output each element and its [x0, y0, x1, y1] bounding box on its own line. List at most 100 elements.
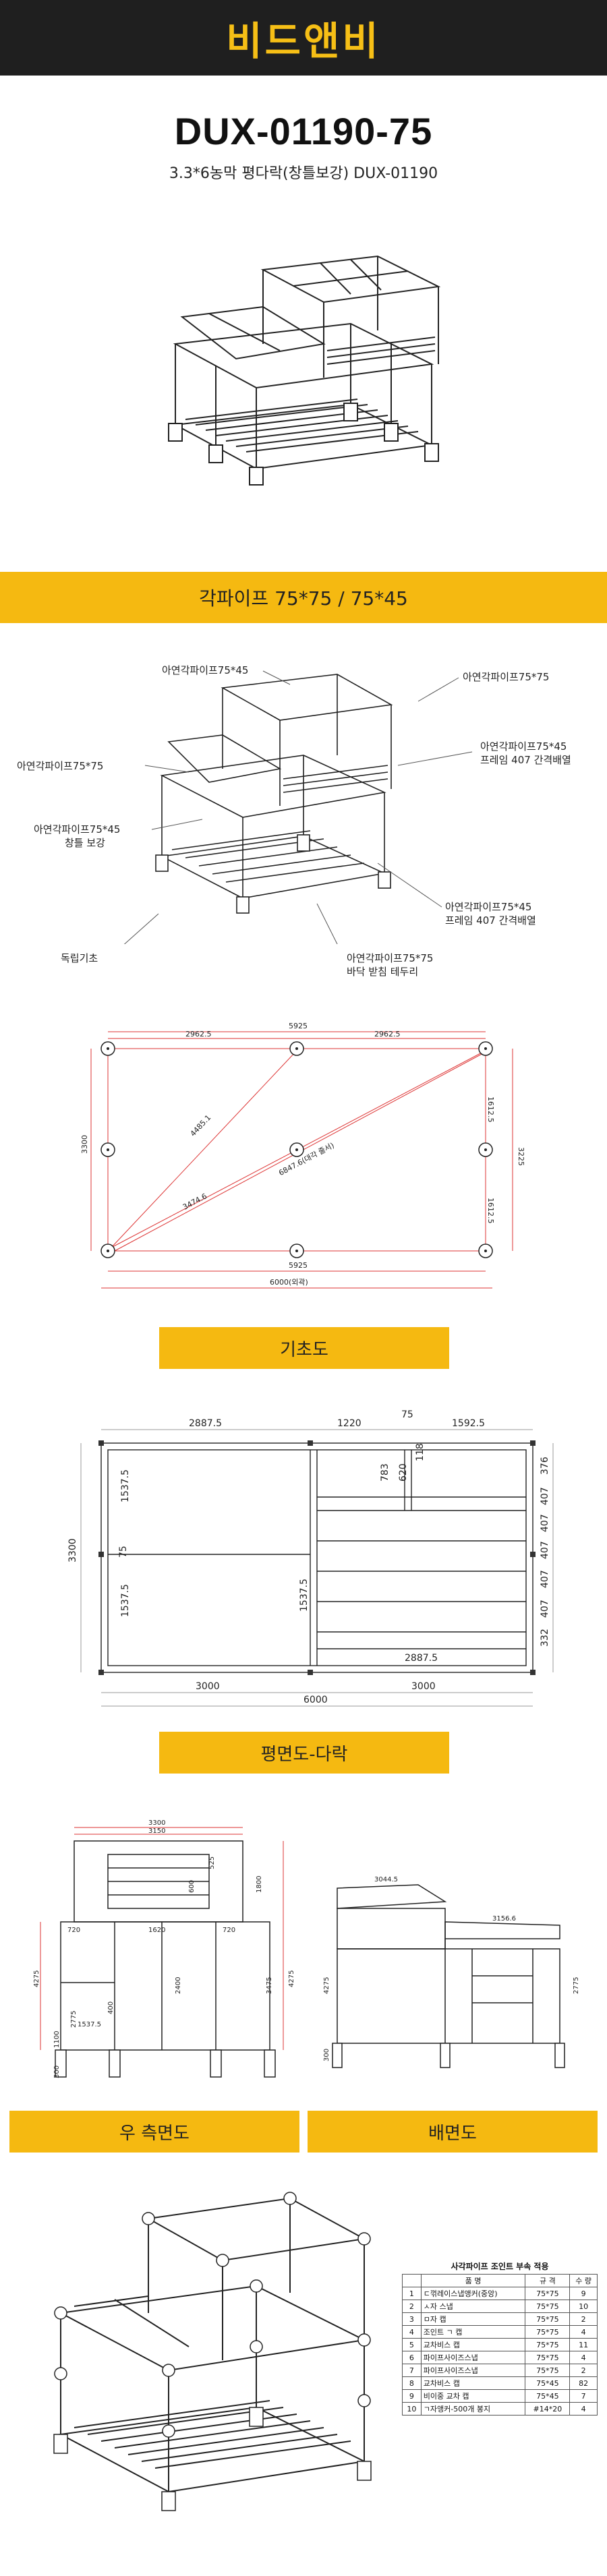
foundation-label: 기초도	[159, 1327, 449, 1369]
part-spec: 75*75	[525, 2287, 571, 2300]
rear-dim-b: 3156.6	[492, 1915, 516, 1923]
plan-dim-right-f: 407	[540, 1600, 550, 1618]
foundation-dim-diag-b: 3474.6	[181, 1192, 208, 1212]
plan-dim-mid-c: 118	[415, 1443, 426, 1461]
hero-structure-drawing	[168, 255, 441, 486]
foundation-label-text: 기초도	[280, 1339, 328, 1360]
pipe-label-5b: 창틀 보강	[65, 837, 105, 849]
part-qty: 4	[569, 2402, 598, 2416]
pipe-label-8b: 바닥 받침 테두리	[347, 966, 419, 978]
rear-dim-e: 300	[323, 2049, 330, 2061]
side-dim-w-a: 720	[67, 1927, 80, 1934]
foundation-dim-diag-a: 4485.1	[189, 1113, 213, 1138]
side-dim-w-c: 720	[223, 1927, 235, 1934]
floor-plan-label: 평면도-다락	[159, 1732, 449, 1774]
parts-header-spec: 규 격	[525, 2274, 571, 2287]
plan-dim-right-b: 407	[540, 1487, 550, 1505]
part-no: 6	[402, 2351, 422, 2364]
part-name: ㄷ꺾레이스냅앵커(중앙)	[420, 2287, 526, 2300]
pipe-label-4b: 프레임 407 간격배열	[480, 754, 571, 766]
part-name: 조인트 ㄱ 캡	[420, 2325, 526, 2339]
plan-dim-inner-bottom: 2887.5	[405, 1653, 438, 1664]
pipe-leader-lines	[123, 670, 473, 944]
floor-plan-label-text: 평면도-다락	[260, 1744, 348, 1765]
plan-dim-top-mid: 1220	[337, 1418, 362, 1429]
side-dim-h-h: 3475	[266, 1977, 273, 1994]
plan-dim-top-right: 1592.5	[452, 1418, 485, 1429]
plan-dim-top-left: 2887.5	[189, 1418, 222, 1429]
part-spec: 75*75	[525, 2312, 571, 2326]
part-name: 파이프사이즈스냅	[420, 2351, 526, 2364]
side-dim-h-k: 525	[208, 1856, 216, 1869]
pipe-label-6b: 프레임 407 간격배열	[445, 914, 536, 927]
part-qty: 2	[569, 2364, 598, 2377]
part-qty: 11	[569, 2338, 598, 2351]
part-name: 교차비스 캡	[420, 2376, 526, 2390]
side-dim-h-f: 1800	[256, 1876, 263, 1893]
plan-dim-mid-a: 783	[380, 1463, 391, 1482]
brand-logo[interactable]: 비드앤비	[226, 18, 381, 64]
plan-dim-bottom-right: 3000	[411, 1681, 436, 1692]
part-no: 5	[402, 2338, 422, 2351]
rear-dim-d: 2775	[573, 1977, 580, 1994]
side-dim-w-b: 1620	[148, 1927, 165, 1934]
part-qty: 4	[569, 2325, 598, 2339]
section-band-pipe: 각파이프 75*75 / 75*45	[0, 572, 607, 623]
pipe-label-6a: 아연각파이프75*45	[445, 901, 532, 913]
part-no: 1	[402, 2287, 422, 2300]
pipe-label-5a: 아연각파이프75*45	[34, 823, 121, 836]
plan-dim-mid-b: 620	[398, 1463, 409, 1482]
part-spec: 75*75	[525, 2300, 571, 2313]
foundation-dim-left: 3300	[80, 1135, 89, 1154]
foundation-dim-top-total: 5925	[289, 1022, 308, 1030]
side-dim-top-b: 3150	[148, 1827, 165, 1835]
header-bar: 비드앤비	[0, 0, 607, 76]
plan-dim-bottom-left: 3000	[196, 1681, 220, 1692]
part-name: 교차비스 캡	[420, 2338, 526, 2351]
part-name: 비이중 교차 캡	[420, 2389, 526, 2403]
rear-view-drawing: 3044.5 3156.6 4275 2775 300	[323, 1876, 580, 2068]
parts-header-no	[402, 2274, 422, 2287]
section-band-title: 각파이프 75*75 / 75*45	[199, 587, 408, 610]
part-name: ㅁ자 캡	[420, 2312, 526, 2326]
parts-table-header-row: 품 명 규 격 수 량	[402, 2274, 598, 2287]
side-dim-h-g: 2400	[175, 1977, 182, 1994]
pipe-label-3: 아연각파이프75*75	[17, 760, 104, 772]
pipe-label-2: 아연각파이프75*75	[463, 671, 550, 683]
part-no: 7	[402, 2364, 422, 2377]
part-qty: 82	[569, 2376, 598, 2390]
plan-dim-top-gap: 75	[401, 1409, 413, 1420]
part-spec: 75*75	[525, 2325, 571, 2339]
side-dim-h-i: 1537.5	[78, 2021, 101, 2028]
part-spec: 75*45	[525, 2376, 571, 2390]
side-dim-h-d: 1100	[53, 2031, 61, 2048]
foundation-dim-right-total: 3225	[517, 1147, 525, 1166]
plan-dim-left-total: 3300	[67, 1538, 78, 1562]
foundation-dim-bottom-outer: 6000(외곽)	[270, 1278, 308, 1287]
labeled-structure-drawing	[155, 674, 393, 914]
right-side-view-drawing: 3300 3150 720 1620 720 4275 4275 2775 11…	[33, 1819, 295, 2078]
part-no: 10	[402, 2402, 422, 2416]
pipe-label-4a: 아연각파이프75*45	[480, 740, 567, 753]
foundation-dim-bottom-inner: 5925	[289, 1261, 308, 1270]
part-no: 8	[402, 2376, 422, 2390]
plan-dim-bottom-total: 6000	[304, 1695, 328, 1705]
side-dim-h-c: 2775	[70, 2011, 78, 2028]
part-qty: 9	[569, 2287, 598, 2300]
part-qty: 10	[569, 2300, 598, 2313]
plan-dim-mid-d: 1537.5	[299, 1579, 310, 1612]
side-dim-h-j: 600	[188, 1880, 196, 1893]
side-dim-h-a: 4275	[33, 1970, 40, 1987]
part-qty: 7	[569, 2389, 598, 2403]
part-name: 파이프사이즈스냅	[420, 2364, 526, 2377]
part-name: ㄱ자앵커-500개 봉지	[420, 2402, 526, 2416]
foundation-dim-right-bottom: 1612.5	[486, 1198, 495, 1224]
parts-header-qty: 수 량	[569, 2274, 598, 2287]
parts-header-name: 품 명	[420, 2274, 526, 2287]
